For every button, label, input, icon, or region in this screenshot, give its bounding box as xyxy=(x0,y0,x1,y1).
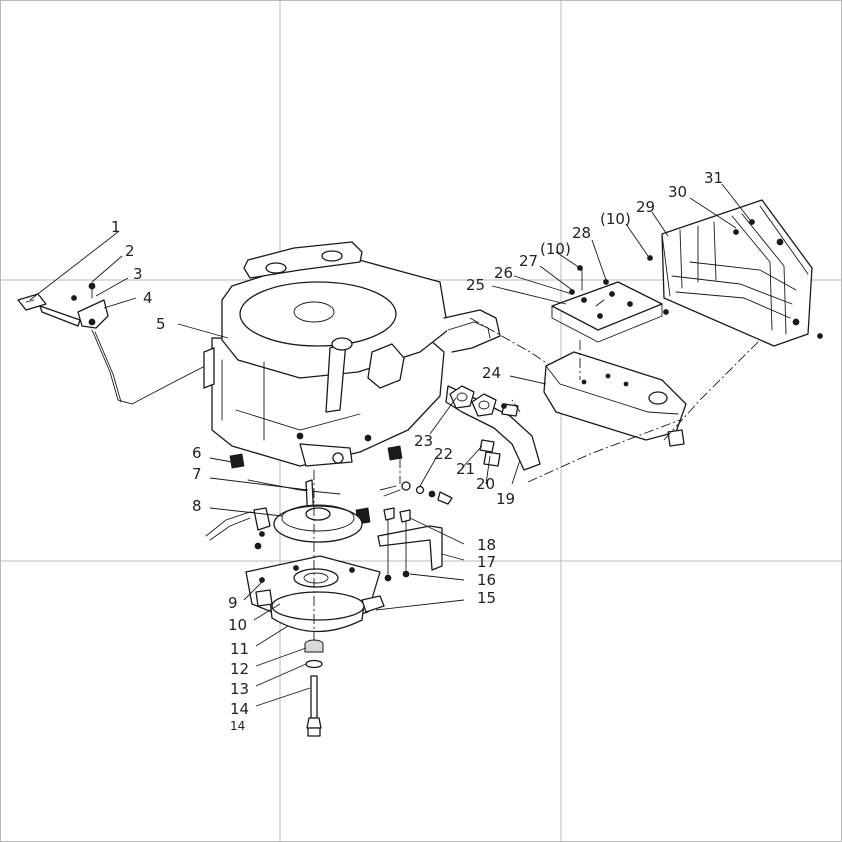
engine-block xyxy=(203,241,501,467)
leader-lines xyxy=(29,183,751,707)
muffler xyxy=(543,351,687,447)
callout-16: 16 xyxy=(477,571,496,589)
callout-28: 28 xyxy=(572,224,591,242)
callout-17: 17 xyxy=(477,553,496,571)
clutch-bracket xyxy=(377,507,443,582)
callout-12: 12 xyxy=(230,660,249,678)
exhaust-pipe xyxy=(445,385,541,471)
callout-29: 29 xyxy=(636,198,655,216)
callout-25: 25 xyxy=(466,276,485,294)
muffler-guard xyxy=(661,199,813,347)
callout-5: 5 xyxy=(156,315,166,333)
callout-26: 26 xyxy=(494,264,513,282)
callout-13: 13 xyxy=(230,680,249,698)
callout-2: 2 xyxy=(125,242,135,260)
callout-labels: 1 2 3 4 5 6 7 8 9 10 11 12 13 14 14 15 1… xyxy=(111,169,723,733)
callout-20: 20 xyxy=(476,475,495,493)
callout-3: 3 xyxy=(133,265,143,283)
callout-27: 27 xyxy=(519,252,538,270)
assembly-lines xyxy=(313,317,761,640)
callout-6: 6 xyxy=(192,444,202,462)
callout-23: 23 xyxy=(414,432,433,450)
callout-10-ref-a: (10) xyxy=(540,240,571,258)
pto-clutch xyxy=(245,555,385,633)
callout-14: 14 xyxy=(230,700,249,718)
callout-19: 19 xyxy=(496,490,515,508)
throttle-control xyxy=(17,282,206,405)
callout-18: 18 xyxy=(477,536,496,554)
callout-24: 24 xyxy=(482,364,501,382)
callout-21: 21 xyxy=(456,460,475,478)
pto-pulley xyxy=(205,479,363,550)
callout-8: 8 xyxy=(192,497,202,515)
callout-4: 4 xyxy=(143,289,153,307)
callout-11: 11 xyxy=(230,640,249,658)
callout-9: 9 xyxy=(228,594,238,612)
callout-7: 7 xyxy=(192,465,202,483)
muffler-bracket xyxy=(551,281,663,343)
center-bolt xyxy=(304,639,324,737)
callout-10-ref-b: (10) xyxy=(600,210,631,228)
callout-14-partial: 14 xyxy=(230,719,245,733)
callout-22: 22 xyxy=(434,445,453,463)
callout-1: 1 xyxy=(111,218,121,236)
callout-15: 15 xyxy=(477,589,496,607)
callout-30: 30 xyxy=(668,183,687,201)
callout-10: 10 xyxy=(228,616,247,634)
callout-31: 31 xyxy=(704,169,723,187)
